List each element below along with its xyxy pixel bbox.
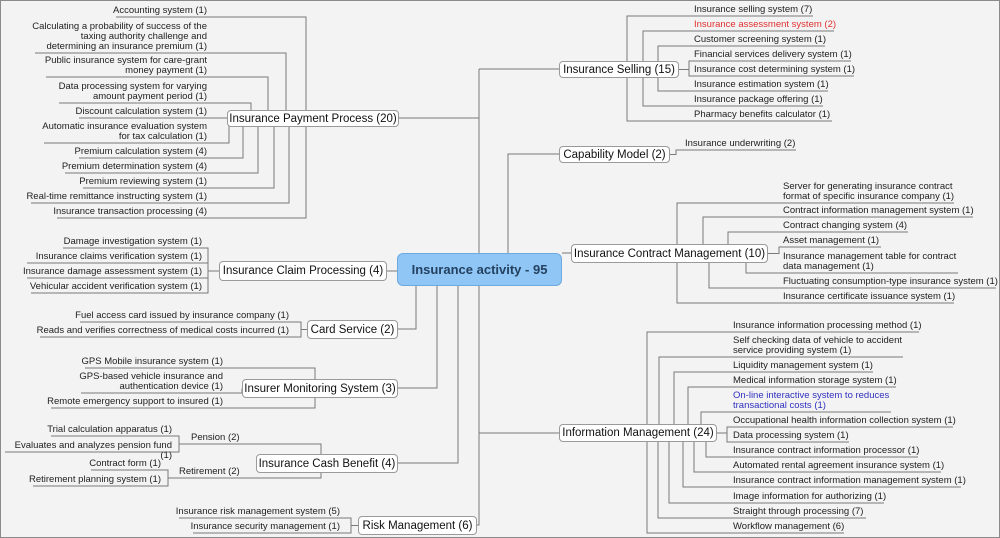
leaf-topic[interactable]: Insurance risk management system (5) [175, 506, 340, 517]
leaf-topic[interactable]: Fuel access card issued by insurance com… [75, 310, 289, 321]
subbranch-retirement[interactable]: Retirement (2) [179, 466, 240, 477]
leaf-topic[interactable]: Contract form (1) [89, 458, 161, 469]
leaf-topic[interactable]: GPS Mobile insurance system (1) [81, 356, 224, 367]
leaf-topic[interactable]: Discount calculation system (1) [75, 106, 207, 117]
connector-line [193, 525, 358, 534]
leaf-topic[interactable]: Pharmacy benefits calculator (1) [694, 109, 831, 120]
leaf-topic[interactable]: Contract changing system (4) [783, 220, 908, 231]
leaf-topic[interactable]: Insurance contract information processor… [733, 445, 920, 456]
leaf-topic[interactable]: Medical information storage system (1) [733, 375, 897, 386]
leaf-topic[interactable]: Insurance claims verification system (1) [35, 251, 202, 262]
leaf-topic[interactable]: GPS-based vehicle insurance and authenti… [79, 371, 223, 392]
leaf-topic[interactable]: Automatic insurance evaluation system fo… [42, 121, 207, 142]
leaf-topic[interactable]: Insurance estimation system (1) [694, 79, 829, 90]
connector-line [79, 117, 228, 119]
leaf-topic[interactable]: Calculating a probability of success of … [32, 21, 207, 52]
leaf-topic[interactable]: Contract information management system (… [783, 205, 974, 216]
branch-selling[interactable]: Insurance Selling (15) [559, 61, 679, 78]
leaf-topic[interactable]: Real-time remittance instructing system … [26, 191, 207, 202]
leaf-topic[interactable]: Insurance information processing method … [733, 320, 922, 331]
leaf-topic[interactable]: Reads and verifies correctness of medica… [36, 325, 289, 336]
connector-line [51, 435, 180, 444]
central-topic[interactable]: Insurance activity - 95 [397, 253, 562, 286]
central-connectors [387, 68, 571, 526]
leaf-topic[interactable]: Evaluates and analyzes pension fund (1) [14, 440, 172, 461]
branch-payment[interactable]: Insurance Payment Process (20) [227, 110, 399, 127]
connector-line [670, 149, 796, 155]
leaf-topic[interactable]: Insurance assessment system (2) [694, 19, 837, 30]
branch-cash[interactable]: Insurance Cash Benefit (4) [256, 454, 398, 473]
leaf-topic[interactable]: Automated rental agreement insurance sys… [733, 460, 945, 471]
branch-card[interactable]: Card Service (2) [307, 320, 398, 339]
branch-risk[interactable]: Risk Management (6) [358, 516, 477, 535]
connector-line [5, 444, 180, 453]
leaf-topic[interactable]: Accounting system (1) [113, 5, 207, 16]
branch-contract[interactable]: Insurance Contract Management (10) [571, 244, 768, 263]
leaf-topic[interactable]: Occupational health information collecti… [733, 415, 956, 426]
leaf-topic[interactable]: Insurance underwriting (2) [685, 138, 796, 149]
leaf-topic[interactable]: Fluctuating consumption-type insurance s… [783, 276, 998, 287]
leaf-topic[interactable]: Premium determination system (4) [61, 161, 207, 172]
leaf-topic[interactable]: Insurance management table for contract … [783, 251, 957, 272]
leaf-topic[interactable]: Image information for authorizing (1) [733, 491, 887, 502]
subbranch-pension[interactable]: Pension (2) [191, 432, 240, 443]
leaf-topic[interactable]: Liquidity management system (1) [733, 360, 873, 371]
connector-line [679, 69, 854, 77]
connector-line [91, 469, 169, 478]
leaf-topic[interactable]: Self checking data of vehicle to acciden… [733, 335, 902, 356]
leaf-topic[interactable]: Customer screening system (1) [694, 34, 826, 45]
leaf-topic[interactable]: Insurance damage assessment system (1) [23, 266, 202, 277]
leaf-topic[interactable]: Retirement planning system (1) [29, 474, 161, 485]
leaf-topic[interactable]: Vehicular accident verification system (… [29, 281, 202, 292]
leaf-topic[interactable]: Insurance certificate issuance system (1… [783, 291, 956, 302]
connector-line [33, 478, 169, 487]
leaf-topic[interactable]: On-line interactive system to reduces tr… [733, 390, 890, 411]
leaf-topic[interactable]: Asset management (1) [783, 235, 880, 246]
branch-capability[interactable]: Capability Model (2) [559, 146, 670, 163]
leaf-topic[interactable]: Insurance security management (1) [190, 521, 340, 532]
connector-line [768, 246, 881, 254]
branch-monitor[interactable]: Insurer Monitoring System (3) [242, 379, 398, 398]
leaf-topic[interactable]: Data processing system (1) [733, 430, 849, 441]
branch-claim[interactable]: Insurance Claim Processing (4) [219, 261, 387, 281]
leaf-topic[interactable]: Insurance selling system (7) [694, 4, 813, 15]
connector-line [31, 270, 219, 294]
leaf-topic[interactable]: Straight through processing (7) [733, 506, 864, 517]
connector-line [40, 329, 307, 338]
leaf-topic[interactable]: Remote emergency support to insured (1) [47, 396, 223, 407]
branch-info[interactable]: Information Management (24) [559, 424, 717, 442]
leaf-topic[interactable]: Premium calculation system (4) [74, 146, 207, 157]
leaf-topic[interactable]: Workflow management (6) [733, 521, 845, 532]
connector-line [717, 432, 849, 443]
leaf-topic[interactable]: Server for generating insurance contract… [783, 181, 955, 202]
leaf-topic[interactable]: Insurance contract information managemen… [733, 475, 966, 486]
leaf-topic[interactable]: Premium reviewing system (1) [79, 176, 207, 187]
leaf-topic[interactable]: Public insurance system for care-grant m… [44, 55, 207, 76]
leaf-topic[interactable]: Insurance transaction processing (4) [53, 206, 207, 217]
leaf-topic[interactable]: Data processing system for varying amoun… [58, 81, 207, 102]
leaf-topic[interactable]: Insurance package offering (1) [694, 94, 823, 105]
leaf-topic[interactable]: Damage investigation system (1) [63, 236, 202, 247]
leaf-topic[interactable]: Trial calculation apparatus (1) [47, 424, 172, 435]
leaf-topic[interactable]: Insurance cost determining system (1) [694, 64, 856, 75]
leaf-topic[interactable]: Financial services delivery system (1) [694, 49, 852, 60]
